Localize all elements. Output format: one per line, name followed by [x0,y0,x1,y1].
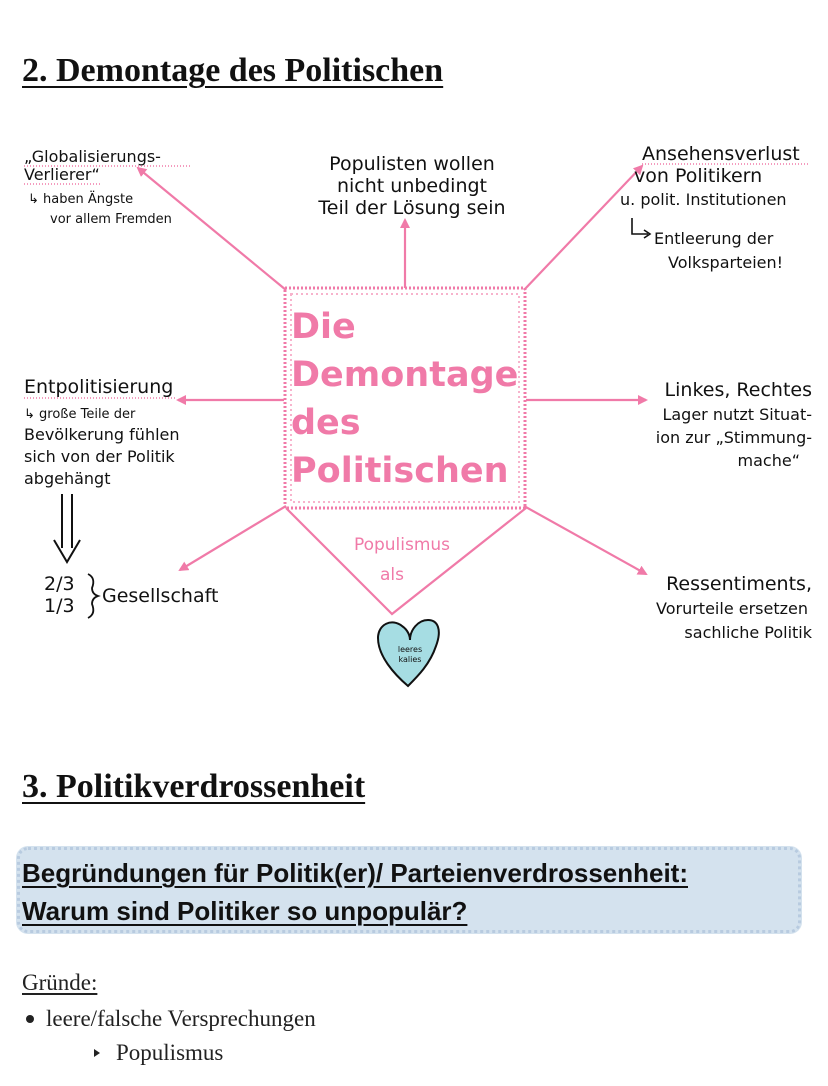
central-title-line-4: Politischen [291,451,509,491]
globalization-line-3: ↳ haben Ängste [28,191,133,207]
heart-label-line-1: leeres [398,645,422,654]
resentments-line-1: Ressentiments, [666,573,812,595]
resentments-line-2: Vorurteile ersetzen [656,599,808,618]
arrow-top-left [136,166,287,291]
populists-line-3: Teil der Lösung sein [317,197,505,219]
section-3-heading: 3. Politikverdrossenheit [22,768,366,805]
arrow-top-right [523,164,644,291]
connector-arrows [136,164,648,575]
triangle-bullet-icon [94,1049,100,1058]
fraction-two-thirds: 2/3 [44,573,75,595]
reasons-label: Gründe: [22,970,98,995]
heart-label-line-2: kalies [399,655,422,664]
central-title-line-3: des [291,403,361,443]
central-box: Die Demontage des Politischen [283,286,527,510]
camps-line-4: mache“ [738,451,800,470]
populism-triangle: Populismus als [285,507,527,616]
reputation-sub-line-2: Volksparteien! [668,253,783,272]
populists-line-2: nicht unbedingt [337,175,487,197]
node-loss-of-reputation: Ansehensverlust von Politikern u. polit.… [620,143,810,272]
callout-line-2: Warum sind Politiker so unpopulär? [22,896,468,926]
globalization-line-4: vor allem Fremden [50,212,172,227]
callout-line-1: Begründungen für Politik(er)/ Parteienve… [22,858,688,888]
central-title-line-1: Die [291,307,356,347]
reputation-line-3: u. polit. Institutionen [620,190,787,209]
camps-line-1: Linkes, Rechtes [665,379,812,401]
section-2-heading: 2. Demontage des Politischen [22,52,444,89]
populism-label-line-1: Populismus [354,535,450,555]
node-populists-solution: Populisten wollen nicht unbedingt Teil d… [317,153,505,219]
reputation-line-2: von Politikern [634,165,762,187]
node-left-right-camps: Linkes, Rechtes Lager nutzt Situat- ion … [656,379,812,470]
sub-list-item: Populismus [22,1038,316,1072]
globalization-line-2: Verlierer“ [24,165,100,184]
question-callout: Begründungen für Politik(er)/ Parteienve… [16,846,802,934]
reputation-line-1: Ansehensverlust [642,143,800,165]
populism-label-line-2: als [380,565,404,585]
central-title-line-2: Demontage [291,355,518,395]
heart-icon: leeres kalies [376,618,440,688]
camps-line-2: Lager nutzt Situat- [662,405,812,424]
bullet-icon [26,1014,34,1023]
node-resentments: Ressentiments, Vorurteile ersetzen sachl… [656,573,813,642]
arrow-bottom-right [523,505,648,575]
populists-line-1: Populisten wollen [329,153,495,175]
society-label: Gesellschaft [102,585,218,607]
reasons-list: leere/falsche Versprechungen Populismus [22,1004,316,1072]
depoliticization-line-5: abgehängt [24,469,110,488]
depoliticization-line-4: sich von der Politik [24,447,175,466]
depoliticization-line-2: ↳ große Teile der [24,407,136,422]
node-depoliticization: Entpolitisierung ↳ große Teile der Bevöl… [24,376,180,564]
globalization-line-1: „Globalisierungs- [24,147,161,166]
arrow-bottom-left [178,505,287,572]
node-society-fractions: 2/3 1/3 Gesellschaft [44,573,218,619]
resentments-line-3: sachliche Politik [684,623,812,642]
depoliticization-line-3: Bevölkerung fühlen [24,425,180,444]
sub-reason-text: Populismus [116,1040,224,1065]
node-globalization-losers: „Globalisierungs- Verlierer“ ↳ haben Äng… [24,147,190,227]
camps-line-3: ion zur „Stimmung- [656,428,812,447]
depoliticization-line-1: Entpolitisierung [24,376,173,398]
list-item: leere/falsche Versprechungen [22,1004,316,1038]
reputation-sub-line-1: Entleerung der [654,229,774,248]
fraction-one-third: 1/3 [44,595,75,617]
mindmap-diagram: Die Demontage des Politischen Populismus… [24,143,813,688]
reason-text: leere/falsche Versprechungen [46,1006,316,1031]
